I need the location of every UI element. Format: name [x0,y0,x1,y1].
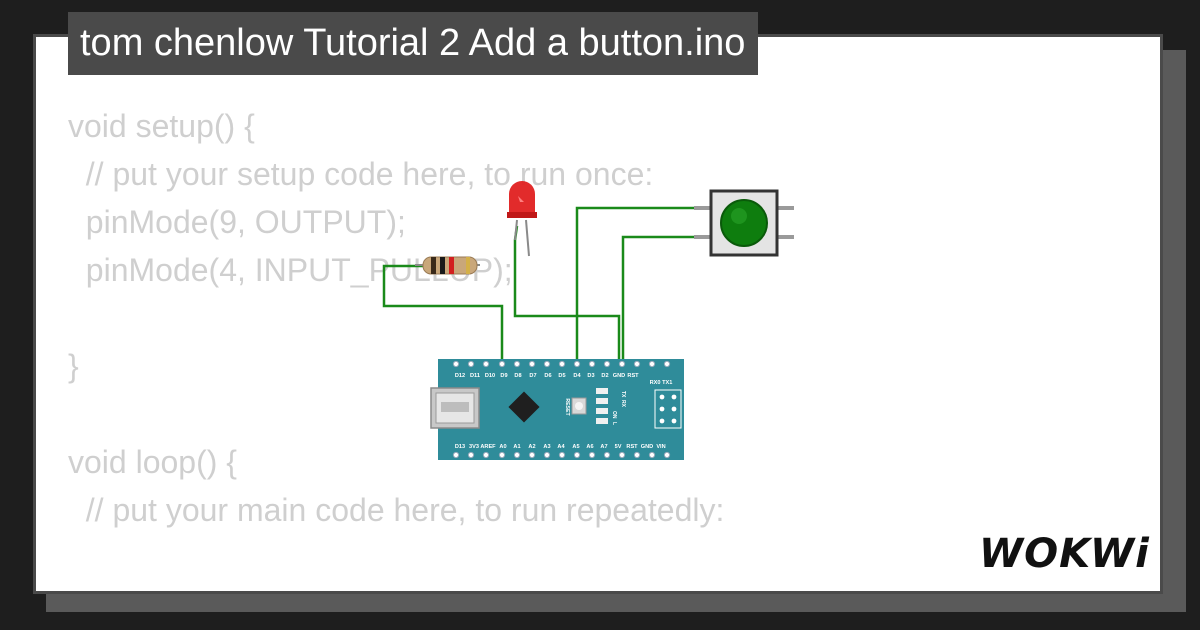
pin-label: D13 [455,444,465,450]
project-title: tom chenlow Tutorial 2 Add a button.ino [68,12,759,75]
code-line: pinMode(9, OUTPUT); [68,204,406,240]
wire-led-gnd [513,225,621,364]
pin-label: A6 [586,444,593,450]
pin-label: GND [613,373,625,379]
svg-text:ON: ON [611,411,617,419]
svg-text:TX: TX [620,391,626,398]
pin-label: A1 [513,444,520,450]
pin-label: A4 [557,444,565,450]
pin-label: 5V [615,444,622,450]
svg-text:RESET: RESET [564,398,570,416]
code-line: void loop() { [68,444,237,480]
reset-button: RESET [564,397,587,416]
microcontroller-chip [508,391,540,423]
pin-label: D3 [587,373,594,379]
code-line: } [68,348,79,384]
rx-tx-label: RX0 TX1 [650,380,673,386]
pin-label: D7 [529,373,536,379]
code-line: // put your main code here, to run repea… [68,492,725,528]
wire-button-gnd [621,235,712,364]
svg-text:L: L [611,422,617,425]
pin-label: D2 [601,373,608,379]
pin-label: RST [627,373,639,379]
pin-label: D5 [558,373,565,379]
board-status-leds: TX RX ON L [596,388,626,425]
pin-label: A7 [600,444,607,450]
usb-connector [430,387,480,429]
pin-label: D11 [470,373,480,379]
pin-label: A5 [572,444,579,450]
code-line: // put your setup code here, to run once… [68,156,654,192]
pin-label: D10 [485,373,495,379]
pin-label: RST [626,444,638,450]
pin-label: D6 [544,373,551,379]
pin-label: D8 [514,373,521,379]
code-preview: void setup() { // put your setup code he… [68,102,724,534]
pin-label: D4 [573,373,581,379]
svg-text:RX: RX [620,400,626,408]
preview-card [33,34,1163,594]
pin-label: D9 [500,373,507,379]
pin-label: A3 [543,444,550,450]
resistor-component [415,256,480,275]
arduino-nano-board: D12 D11 D10 D9 D8 D7 D6 D5 D4 D3 D2 GND … [430,359,684,460]
brand-wordmark: WOKWi [979,531,1150,576]
wires [382,206,712,364]
wire-resistor-d9 [382,264,504,364]
code-line: void setup() { [68,108,255,144]
pin-label: A2 [528,444,535,450]
pin-label: D12 [455,373,465,379]
pin-label: A0 [499,444,506,450]
pin-label: 3V3 [469,444,479,450]
icsp-header [654,389,682,429]
pin-label: VIN [656,444,665,450]
wokwi-logo: WOKWi [979,531,1150,576]
pushbutton-component [694,189,794,257]
wire-button-d4 [575,206,712,364]
pin-label: AREF [480,444,496,450]
led-component [507,181,537,257]
pin-label: GND [641,444,653,450]
